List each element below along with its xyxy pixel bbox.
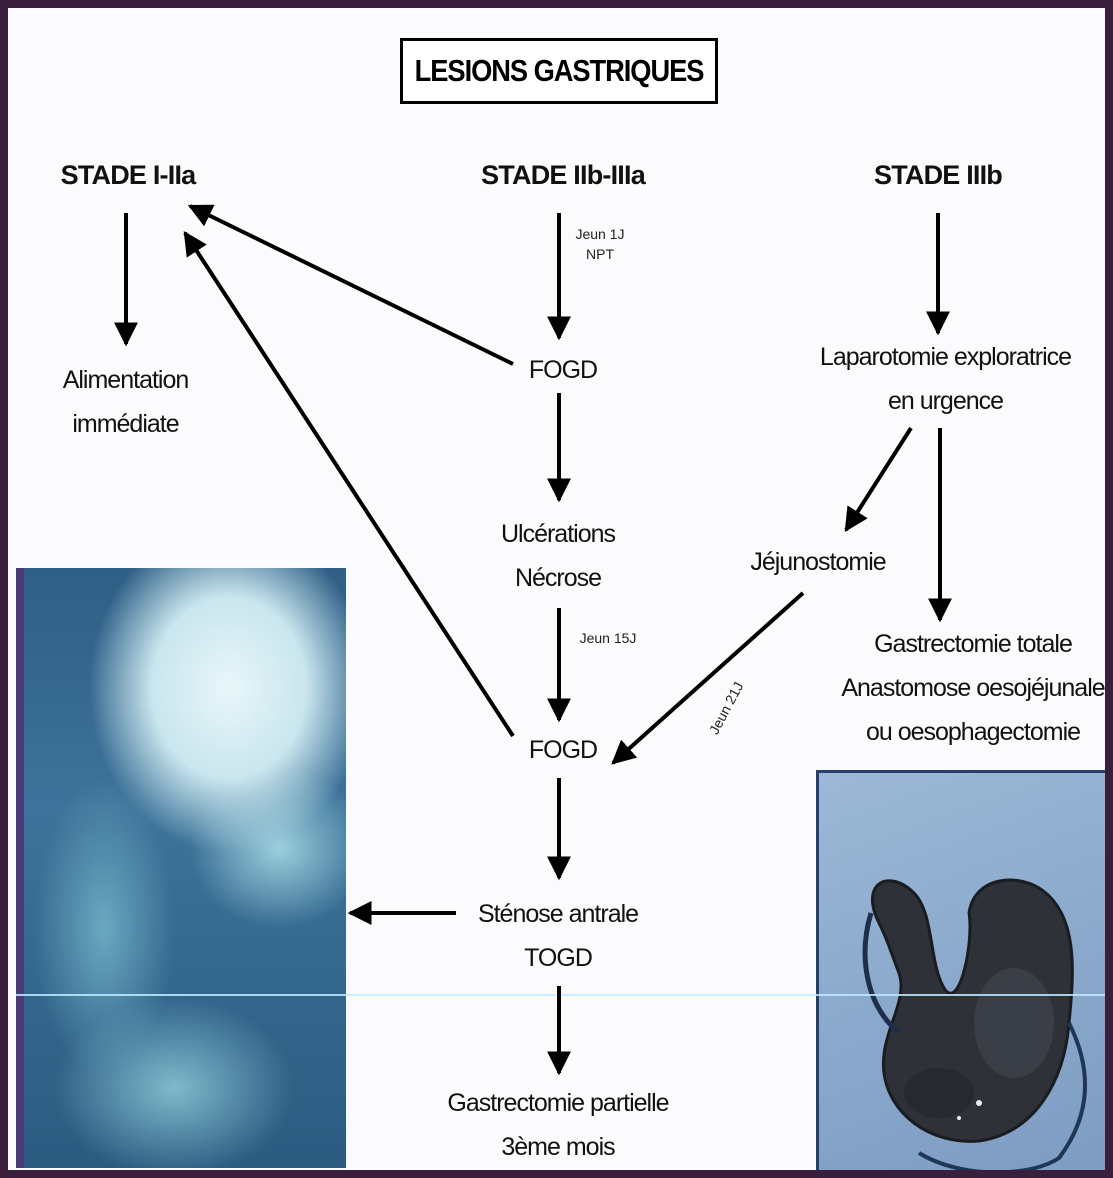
arrow-fogd2-to-stage1: [185, 233, 513, 736]
arrow-laparotomie-to-jejunostomie: [846, 428, 911, 530]
arrow-jejunostomie-to-fogd2: [613, 593, 803, 763]
arrow-fogd1-to-stage1: [190, 206, 513, 364]
flow-arrows: [8, 8, 1113, 1178]
